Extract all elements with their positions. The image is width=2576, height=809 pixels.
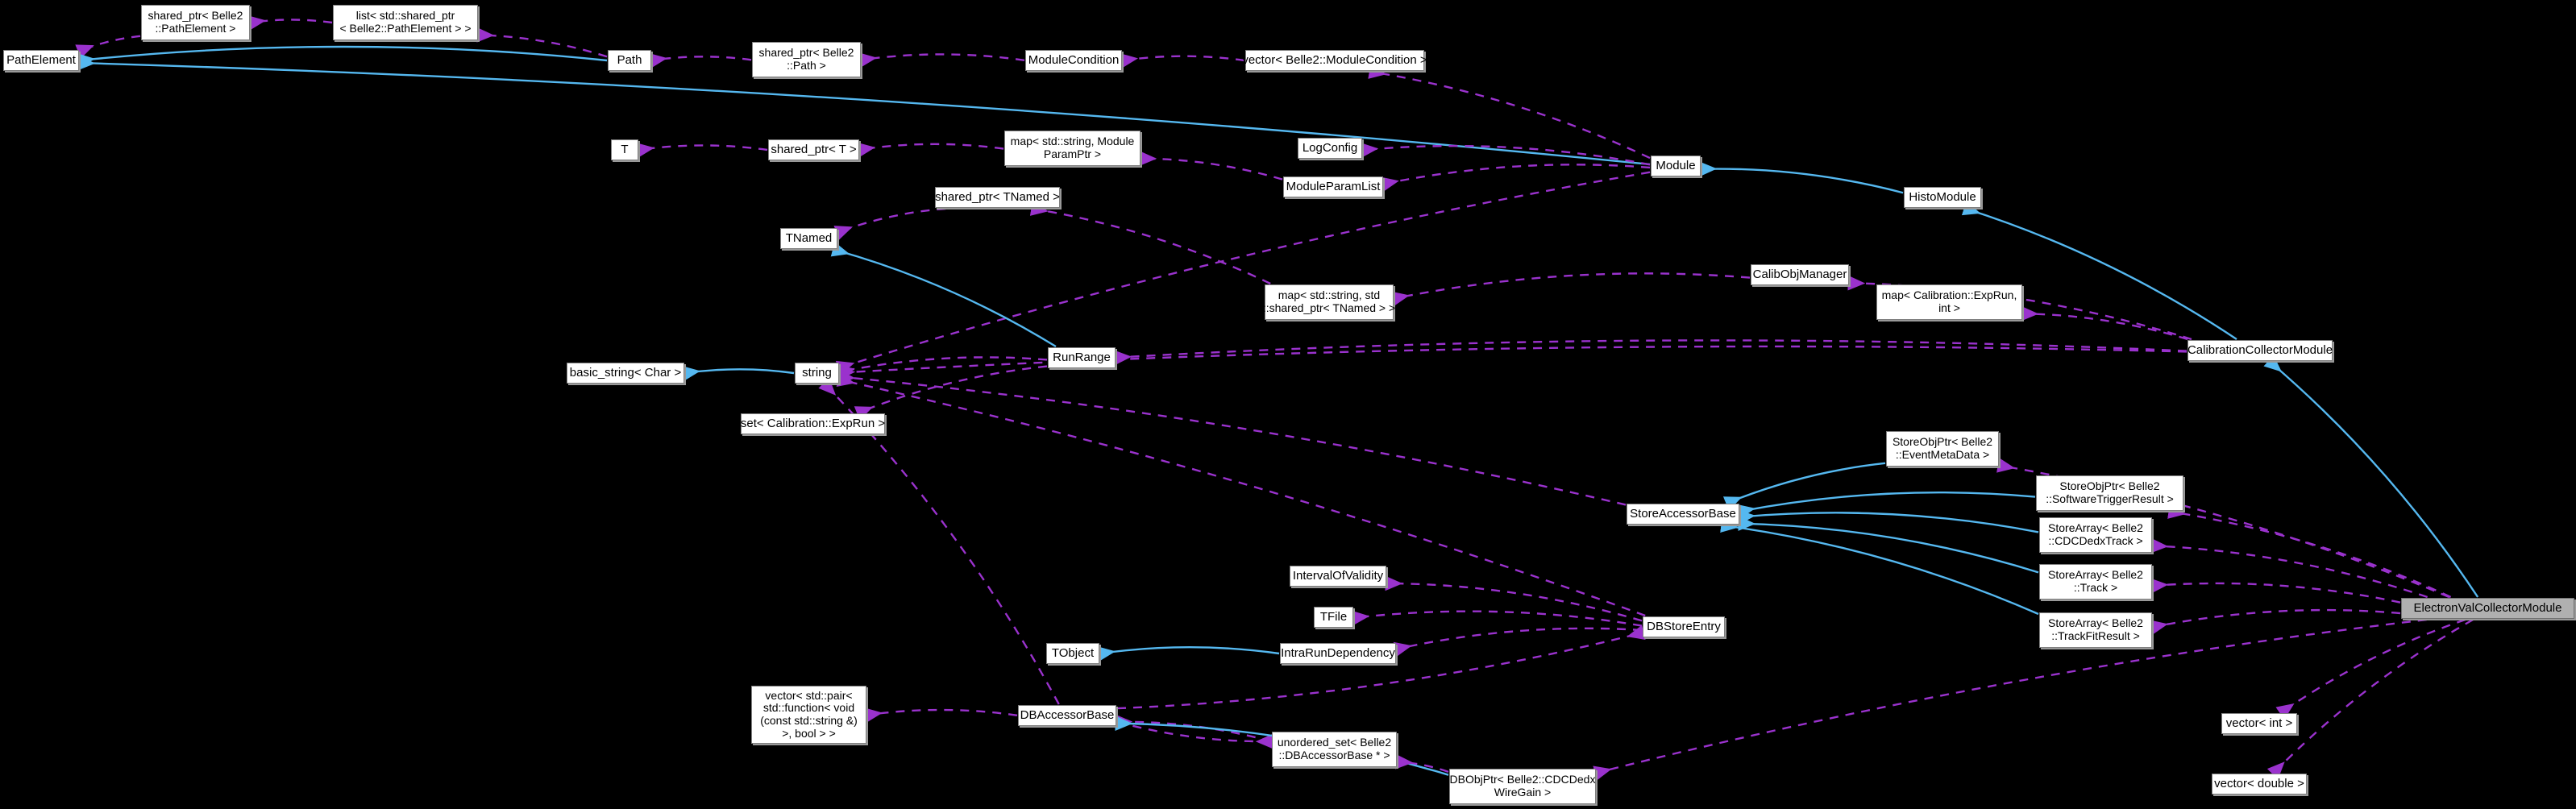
edge-dbaccessorbase-to-vector_pair_function <box>864 707 1018 723</box>
edge-vector_modulecond-to-modulecondition <box>1120 53 1245 68</box>
edge-runrange-to-tnamed <box>830 242 1057 348</box>
edge-dbstoreentry-to-tfile <box>1351 610 1643 627</box>
class-node-sharedptr_pathelement[interactable]: shared_ptr< Belle2 ::PathElement > <box>141 5 250 40</box>
edge-storeobjptr_swtrig-to-storeaccessorbase <box>1736 491 2036 520</box>
class-node-calibrationcollector[interactable]: CalibrationCollectorModule <box>2188 340 2333 361</box>
class-node-storeobjptr_eventmeta[interactable]: StoreObjPtr< Belle2 ::EventMetaData > <box>1886 431 1999 467</box>
class-node-unordered_set_dbacc[interactable]: unordered_set< Belle2 ::DBAccessorBase *… <box>1272 732 1397 767</box>
edge-paths <box>75 15 2479 781</box>
class-node-dbstoreentry[interactable]: DBStoreEntry <box>1643 616 1725 637</box>
edge-path-to-list_sharedptr_pe <box>476 27 608 58</box>
edge-sharedptr_t-to-t <box>636 143 768 158</box>
edge-intrarundependency-to-tobject <box>1097 646 1280 662</box>
edge-module-to-pathelement <box>77 55 1651 166</box>
edge-runrange-to-set_exprun <box>854 365 1048 421</box>
class-node-map_string_moduleparam[interactable]: map< std::string, Module ParamPtr > <box>1004 131 1141 166</box>
class-node-intrarundependency[interactable]: IntraRunDependency <box>1280 643 1396 664</box>
edge-module-to-vector_modulecond <box>1368 64 1651 160</box>
edge-electronvalcollector-to-dbobjptr_cdcdedxwire <box>1593 618 2427 781</box>
class-node-electronvalcollector[interactable]: ElectronValCollectorModule <box>2401 598 2574 619</box>
edge-storearray_track-to-storeaccessorbase <box>1738 516 2039 574</box>
class-node-list_sharedptr_pe[interactable]: list< std::shared_ptr < Belle2::PathElem… <box>333 5 478 40</box>
class-node-storearray_track[interactable]: StoreArray< Belle2 ::Track > <box>2039 564 2152 599</box>
edge-electronvalcollector-to-storearray_cdcdedx <box>2150 537 2429 599</box>
edge-calibobjmanager-to-map_string_sharedtnamed <box>1390 272 1751 306</box>
class-node-string[interactable]: string <box>795 363 839 384</box>
class-node-map_exprun_int[interactable]: map< Calibration::ExpRun, int > <box>1876 284 2022 320</box>
class-node-storearray_cdcdedx[interactable]: StoreArray< Belle2 ::CDCDedxTrack > <box>2039 517 2152 553</box>
class-node-tfile[interactable]: TFile <box>1314 607 1353 628</box>
class-node-storeaccessorbase[interactable]: StoreAccessorBase <box>1627 504 1739 525</box>
edge-moduleparamlist-to-map_string_moduleparam <box>1139 151 1283 180</box>
edge-electronvalcollector-to-storeobjptr_swtrig <box>2167 504 2452 599</box>
class-node-histomodule[interactable]: HistoModule <box>1904 187 1981 208</box>
class-node-logconfig[interactable]: LogConfig <box>1298 138 1362 159</box>
edge-module-to-logconfig <box>1360 142 1651 166</box>
class-node-pathelement[interactable]: PathElement <box>3 50 79 71</box>
class-node-dbobjptr_cdcdedxwire[interactable]: DBObjPtr< Belle2::CDCDedx WireGain > <box>1449 769 1596 804</box>
edge-electronvalcollector-to-storearray_track <box>2150 578 2401 604</box>
class-node-calibobjmanager[interactable]: CalibObjManager <box>1751 264 1849 285</box>
edge-map_string_sharedtnamed-to-sharedptr_tnamed <box>1029 201 1271 285</box>
edge-dbstoreentry-to-string <box>836 371 1646 617</box>
edge-list_sharedptr_pe-to-sharedptr_pathelement <box>247 15 333 31</box>
class-node-moduleparamlist[interactable]: ModuleParamList <box>1283 176 1383 197</box>
edge-electronvalcollector-to-vector_int <box>2275 618 2466 720</box>
class-node-vector_modulecond[interactable]: vector< Belle2::ModuleCondition > <box>1242 50 1427 71</box>
edge-path-to-pathelement <box>77 45 608 68</box>
class-node-vector_pair_function[interactable]: vector< std::pair< std::function< void (… <box>751 686 866 744</box>
edge-storearray_cdcdedx-to-storeaccessorbase <box>1737 509 2039 533</box>
class-node-module[interactable]: Module <box>1651 156 1701 176</box>
edge-dbaccessorbase-to-unordered_set_dbacc <box>1116 720 1273 749</box>
edge-sharedptr_tnamed-to-tnamed <box>833 207 946 240</box>
edge-modulecondition-to-sharedptr_path <box>858 52 1025 68</box>
edge-dbobjptr_cdcdedxwire-to-unordered_set_dbacc <box>1395 753 1449 774</box>
class-node-set_exprun[interactable]: set< Calibration::ExpRun > <box>741 413 885 434</box>
edge-electronvalcollector-to-storearray_trackfit <box>2149 608 2401 635</box>
edge-electronvalcollector-to-calibrationcollector <box>2263 355 2479 598</box>
class-node-vector_int[interactable]: vector< int > <box>2221 713 2297 734</box>
edge-calibrationcollector-to-map_exprun_int <box>2021 305 2188 341</box>
edge-calibrationcollector-to-string <box>837 345 2188 381</box>
class-node-basic_string_char[interactable]: basic_string< Char > <box>567 363 684 384</box>
class-node-sharedptr_t[interactable]: shared_ptr< T > <box>768 139 859 160</box>
class-node-storeobjptr_swtrig[interactable]: StoreObjPtr< Belle2 ::SoftwareTriggerRes… <box>2036 475 2183 511</box>
edge-sharedptr_path-to-path <box>649 52 752 68</box>
edge-histomodule-to-module <box>1699 161 1904 194</box>
class-node-modulecondition[interactable]: ModuleCondition <box>1025 50 1122 71</box>
edge-electronvalcollector-to-vector_double <box>2266 618 2474 780</box>
edge-map_string_moduleparam-to-sharedptr_t <box>857 142 1004 158</box>
edge-storeaccessorbase-to-string <box>837 369 1627 506</box>
edge-storeobjptr_eventmeta-to-storeaccessorbase <box>1722 462 1886 511</box>
edge-runrange-to-string <box>836 356 1048 380</box>
class-node-map_string_sharedtnamed[interactable]: map< std::string, std ::shared_ptr< TNam… <box>1263 284 1395 320</box>
edge-module-to-moduleparamlist <box>1380 164 1651 192</box>
class-node-path[interactable]: Path <box>608 50 651 71</box>
class-node-intervalofvalidity[interactable]: IntervalOfValidity <box>1290 566 1386 587</box>
class-node-tobject[interactable]: TObject <box>1046 643 1099 664</box>
edge-calibrationcollector-to-runrange <box>1114 339 2188 366</box>
edge-dbstoreentry-to-intrarundependency <box>1393 627 1643 658</box>
edge-sharedptr_pathelement-to-pathelement <box>75 35 141 59</box>
edge-string-to-basic_string_char <box>682 366 795 381</box>
edge-storearray_trackfit-to-storeaccessorbase <box>1720 517 2039 616</box>
class-node-runrange[interactable]: RunRange <box>1048 347 1116 368</box>
class-node-t[interactable]: T <box>611 139 638 160</box>
class-node-sharedptr_tnamed[interactable]: shared_ptr< TNamed > <box>935 187 1060 208</box>
class-node-storearray_trackfit[interactable]: StoreArray< Belle2 ::TrackFitResult > <box>2039 612 2152 648</box>
class-node-sharedptr_path[interactable]: shared_ptr< Belle2 ::Path > <box>752 42 861 77</box>
class-node-tnamed[interactable]: TNamed <box>780 228 837 249</box>
class-node-vector_double[interactable]: vector< double > <box>2212 774 2307 794</box>
edge-unordered_set_dbacc-to-dbaccessorbase <box>1115 714 1272 743</box>
class-node-dbaccessorbase[interactable]: DBAccessorBase <box>1018 705 1116 726</box>
edge-dbstoreentry-to-intervalofvalidity <box>1385 575 1643 622</box>
